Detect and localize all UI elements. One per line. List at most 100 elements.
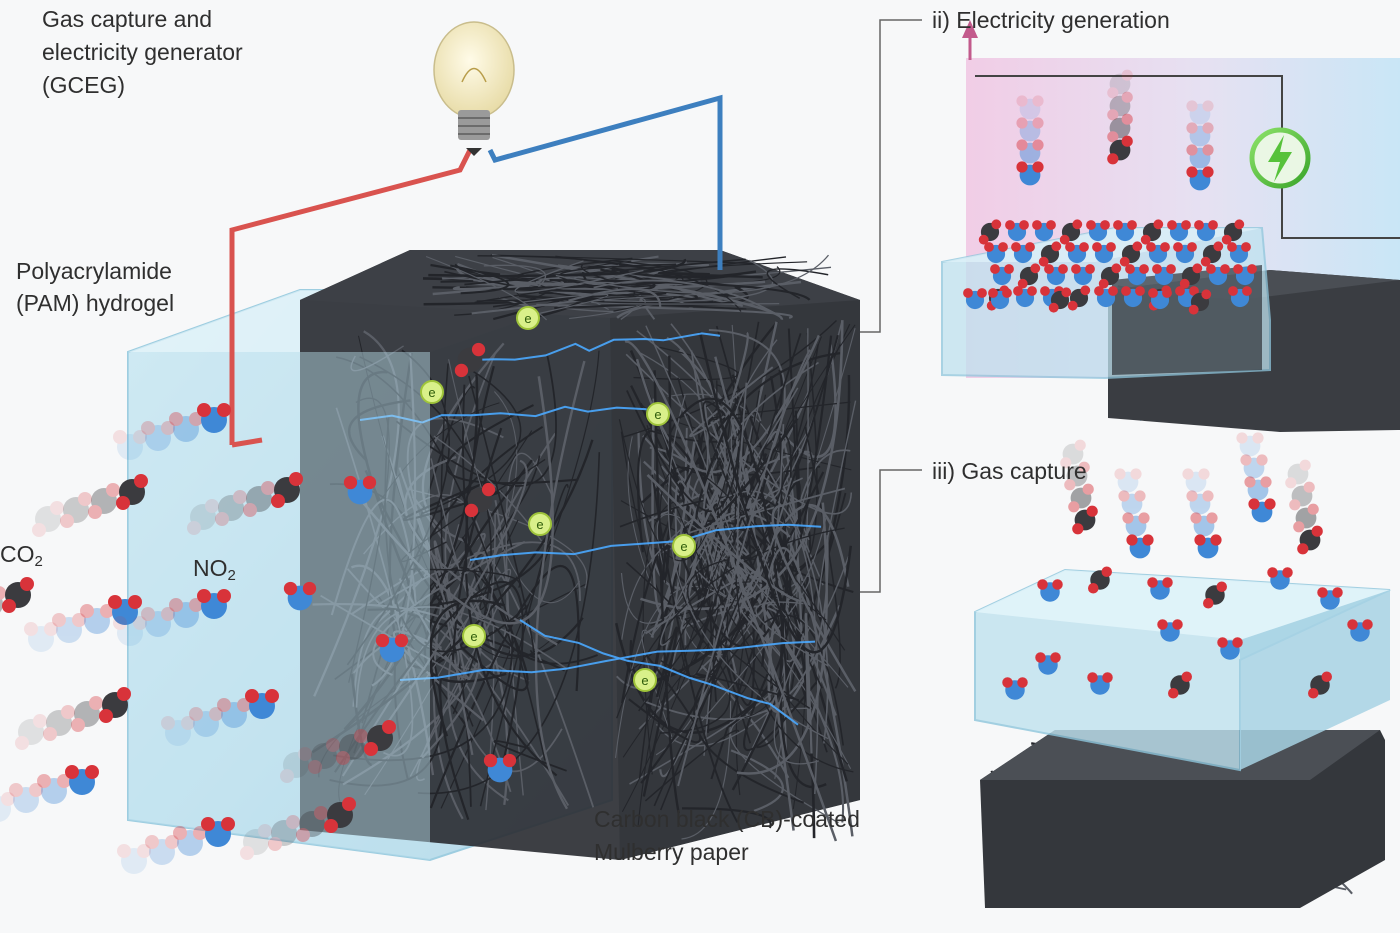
co2-molecule (454, 342, 486, 378)
carbon-fiber (621, 352, 841, 704)
electron-icon: e (633, 668, 657, 692)
no2-molecule (1186, 122, 1214, 147)
co2-molecule (0, 586, 6, 613)
co2-molecule (1293, 503, 1319, 533)
electron-label: e (654, 407, 661, 422)
no2-molecule (1190, 512, 1218, 537)
co2-molecule (1048, 287, 1072, 313)
no2-molecule (343, 475, 377, 505)
co2-molecule (15, 714, 47, 750)
carbon-fiber (636, 330, 829, 744)
carbon-fiber (736, 382, 793, 597)
co2-molecule (1188, 289, 1212, 315)
co2-molecule (88, 483, 120, 519)
co2-molecule (32, 501, 64, 537)
carbon-fiber (764, 546, 804, 595)
no2-molecule (0, 792, 15, 822)
carbon-fiber (590, 293, 780, 305)
carbon-fiber (645, 325, 743, 600)
no2-molecule (1248, 498, 1276, 523)
co2-molecule (43, 705, 75, 741)
carbon-fiber (659, 387, 799, 646)
no2-molecule (1016, 139, 1044, 164)
carbon-fiber (593, 279, 782, 318)
cb-label-line1: Carbon black (CB)-coated (594, 806, 860, 832)
carbon-fiber (377, 541, 581, 606)
carbon-fiber (358, 335, 555, 659)
spark (399, 640, 816, 681)
co2-molecule (1107, 135, 1133, 165)
no2-molecule (1244, 476, 1272, 501)
carbon-fiber (626, 390, 740, 512)
carbon-fiber (417, 452, 601, 795)
carbon-fiber (771, 504, 857, 693)
no2-molecule (1092, 242, 1116, 264)
co2-molecule (1107, 69, 1133, 99)
no2-molecule (1071, 264, 1095, 286)
carbon-fiber (679, 335, 833, 648)
title-line3: (GCEG) (42, 72, 126, 98)
co2-molecule (1168, 671, 1192, 699)
co2-molecule (280, 747, 312, 783)
no2-molecule (1347, 619, 1373, 642)
carbon-fiber (398, 467, 460, 667)
co2-molecule (1059, 219, 1083, 245)
carbon-fiber (433, 540, 474, 756)
no2-molecule (65, 765, 99, 795)
carbon-fiber (355, 606, 568, 708)
carbon-fiber (346, 349, 450, 666)
carbon-fiber (430, 458, 496, 620)
electron-icon: e (516, 306, 540, 330)
carbon-fiber (318, 583, 587, 778)
title-line2: electricity generator (42, 39, 243, 65)
carbon-fiber (743, 673, 819, 752)
co2-molecule (1200, 241, 1224, 267)
no2-molecule (9, 783, 43, 813)
carbon-fiber (650, 331, 749, 638)
carbon-fiber (706, 344, 819, 672)
co2-molecule (1072, 505, 1098, 535)
carbon-fiber (766, 268, 829, 299)
carbon-fiber (466, 726, 563, 773)
co2-molecule (116, 474, 148, 510)
co2-molecule (2, 577, 34, 613)
carbon-fiber (420, 366, 522, 515)
carbon-fiber (348, 397, 390, 683)
no2-molecule (1167, 220, 1191, 242)
light-bulb-icon (433, 21, 515, 156)
co2-molecule (1107, 113, 1133, 143)
carbon-fiber (313, 330, 400, 697)
no2-molecule (1005, 220, 1029, 242)
no2-molecule (483, 753, 517, 783)
carbon-fiber (408, 488, 588, 589)
carbon-fiber (656, 513, 849, 688)
no2-molecule (1087, 672, 1113, 695)
carbon-fiber (674, 480, 737, 674)
lightning-bolt-icon (1249, 127, 1311, 189)
no2-molecule (1194, 220, 1218, 242)
co2-molecule (1289, 481, 1315, 511)
carbon-fiber (681, 700, 732, 840)
co2-molecule (1068, 483, 1094, 513)
co2-molecule (1017, 263, 1041, 289)
no2-molecule (1194, 534, 1222, 559)
carbon-fiber (357, 370, 424, 615)
co2-molecule (99, 687, 131, 723)
carbon-fiber (334, 581, 524, 773)
co2-molecule (1297, 525, 1323, 555)
wire-positive (229, 148, 473, 445)
wire-negative (487, 94, 723, 270)
co2-molecule (1285, 459, 1311, 489)
no2-molecule (169, 598, 203, 628)
co2-label: CO2 (0, 538, 43, 578)
no2-molecule (1233, 264, 1257, 286)
carbon-fiber (409, 568, 512, 777)
electron-icon: e (672, 534, 696, 558)
electron-label: e (641, 673, 648, 688)
no2-molecule (1121, 286, 1145, 308)
gas-molecules (0, 69, 1373, 874)
co2-molecule (1119, 241, 1143, 267)
carbon-fiber (464, 551, 595, 808)
electron-label: e (470, 629, 477, 644)
